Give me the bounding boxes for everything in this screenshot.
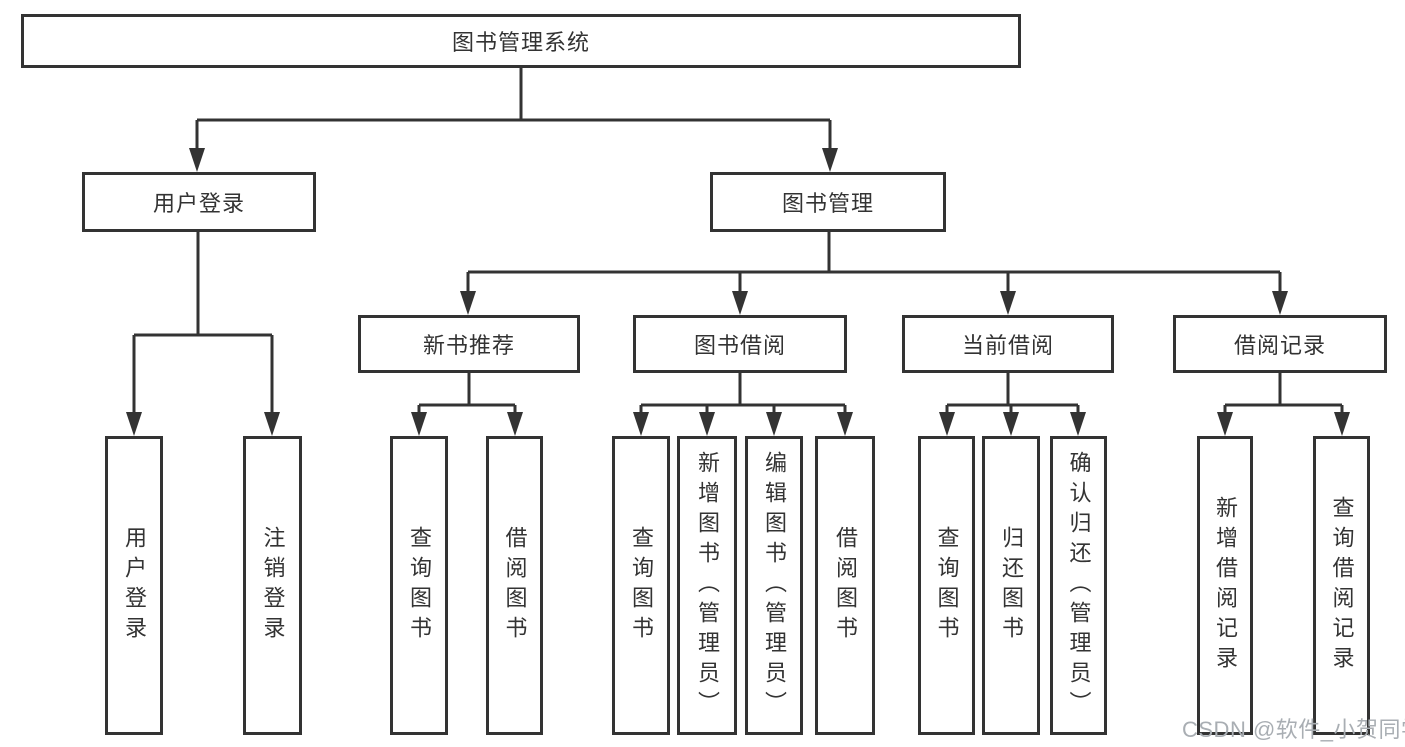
leaf-label: 确认归还（管理员） <box>1066 450 1092 721</box>
leaf-return-books: 归还图书 <box>982 436 1040 735</box>
leaf-label: 新增借阅记录 <box>1213 495 1238 676</box>
node-label: 图书借阅 <box>693 333 786 358</box>
arrowhead-icons <box>126 148 1350 436</box>
node-root-system: 图书管理系统 <box>21 14 1021 68</box>
leaf-confirm-return-admin: 确认归还（管理员） <box>1050 436 1107 735</box>
leaf-label: 查询图书 <box>407 525 432 646</box>
leaf-add-books-admin: 新增图书（管理员） <box>677 436 737 735</box>
leaf-label: 借阅图书 <box>833 525 858 646</box>
leaf-query-books-borrowing: 查询图书 <box>612 436 670 735</box>
node-label: 借阅记录 <box>1233 333 1326 358</box>
leaf-label: 用户登录 <box>122 525 147 646</box>
node-label: 图书管理系统 <box>451 30 590 55</box>
leaf-edit-books-admin: 编辑图书（管理员） <box>745 436 803 735</box>
leaf-query-books-recommend: 查询图书 <box>390 436 448 735</box>
leaf-logout: 注销登录 <box>243 436 302 735</box>
leaf-label: 查询借阅记录 <box>1329 495 1355 676</box>
leaf-label: 注销登录 <box>260 525 286 646</box>
leaf-label: 新增图书（管理员） <box>695 450 720 721</box>
node-label: 新书推荐 <box>422 333 515 358</box>
node-book-borrowing: 图书借阅 <box>633 315 847 373</box>
node-borrowing-records: 借阅记录 <box>1173 315 1387 373</box>
leaf-label: 查询图书 <box>629 525 654 646</box>
leaf-label: 查询图书 <box>934 525 960 646</box>
node-new-book-recommendation: 新书推荐 <box>358 315 580 373</box>
leaf-add-borrow-record: 新增借阅记录 <box>1197 436 1253 735</box>
node-current-borrowing: 当前借阅 <box>902 315 1114 373</box>
leaf-label: 编辑图书（管理员） <box>762 450 787 721</box>
node-book-management: 图书管理 <box>710 172 946 232</box>
leaf-query-books-current: 查询图书 <box>918 436 975 735</box>
watermark: CSDN @软件_小贺同学 <box>1182 717 1405 742</box>
leaf-borrow-books: 借阅图书 <box>815 436 875 735</box>
node-label: 图书管理 <box>781 191 874 216</box>
leaf-user-login: 用户登录 <box>105 436 163 735</box>
leaf-label: 归还图书 <box>999 525 1024 646</box>
leaf-borrow-books-recommend: 借阅图书 <box>486 436 543 735</box>
node-label: 当前借阅 <box>961 333 1054 358</box>
node-label: 用户登录 <box>152 191 245 216</box>
leaf-query-borrow-record: 查询借阅记录 <box>1313 436 1370 735</box>
node-user-login: 用户登录 <box>82 172 316 232</box>
leaf-label: 借阅图书 <box>502 525 528 646</box>
